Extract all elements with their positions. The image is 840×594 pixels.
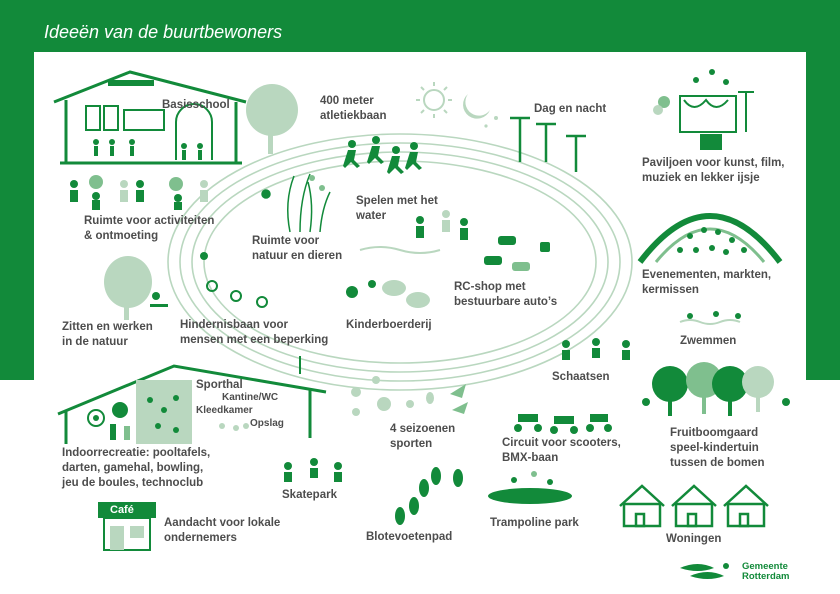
label-circuit-line2: BMX-baan: [502, 452, 559, 464]
label-fruit-line2: speel-kindertuin: [670, 442, 759, 454]
sports-hall-people: [147, 395, 179, 433]
school-building: [53, 70, 247, 165]
label-kinderboerderij: Kinderboerderij: [346, 319, 432, 331]
label-dag-nacht: Dag en nacht: [534, 103, 607, 115]
label-ruimte-activiteiten-line1: Ruimte voor activiteiten: [84, 215, 215, 227]
fruit-orchard: [642, 362, 790, 416]
label-zitten-line2: in de natuur: [62, 336, 128, 348]
label-rcshop-line1: RC-shop met: [454, 281, 526, 293]
label-water-line2: water: [356, 210, 387, 222]
tree-sitting: [104, 256, 168, 320]
label-sporthal: Sporthal: [196, 379, 243, 391]
label-indoor-line3: jeu de boules, technoclub: [62, 477, 204, 489]
sports-hall-building: [57, 356, 327, 444]
logo-line1: Gemeente: [742, 561, 788, 572]
season-icons: [351, 376, 468, 416]
label-kleedkamer: Kleedkamer: [196, 405, 253, 416]
label-rcshop-line2: bestuurbare auto’s: [454, 296, 558, 308]
runners: [343, 136, 422, 174]
label-cafe: Café: [110, 504, 134, 516]
label-indoor-line1: Indoorrecreatie: pooltafels,: [62, 447, 211, 459]
indoor-games-icons: [87, 402, 130, 440]
ice-skaters: [562, 338, 630, 360]
skaters: [284, 458, 342, 482]
gemeente-rotterdam-logo-mark: [680, 563, 729, 579]
label-ondernemers-line2: ondernemers: [164, 532, 237, 544]
label-indoor-line2: darten, gamehal, bowling,: [62, 462, 204, 474]
label-basisschool: Basisschool: [162, 99, 230, 111]
footprints: [395, 467, 463, 525]
label-natuur-line1: Ruimte voor: [252, 235, 320, 247]
label-circuit-line1: Circuit voor scooters,: [502, 437, 621, 449]
wheelchair-users: [200, 252, 268, 308]
jeu-de-boules-people: [219, 423, 249, 431]
music-notes-icon: [693, 69, 729, 85]
label-natuur-line2: natuur en dieren: [252, 250, 343, 262]
tree-school: [246, 84, 298, 154]
gemeente-rotterdam-logo: Gemeente Rotterdam: [742, 562, 790, 582]
pavilion-building: [653, 91, 754, 150]
label-atletiek-line1: 400 meter: [320, 95, 374, 107]
label-opslag: Opslag: [250, 418, 284, 429]
street-lamps: [510, 116, 586, 172]
label-atletiek-line2: atletiekbaan: [320, 110, 387, 122]
label-blotevoetenpad: Blotevoetenpad: [366, 531, 453, 543]
label-hindernis-line2: mensen met een beperking: [180, 334, 329, 346]
scooters: [514, 414, 612, 434]
houses: [619, 484, 769, 528]
nature-plants: [261, 173, 331, 233]
label-hindernis-line1: Hindernisbaan voor: [180, 319, 288, 331]
label-evenementen-line1: Evenementen, markten,: [642, 269, 772, 281]
athletics-track: [167, 133, 633, 391]
sun-icon: [416, 82, 452, 118]
poster-title: Ideeën van de buurtbewoners: [44, 22, 283, 42]
moon-icon: [463, 94, 498, 128]
logo-line2: Rotterdam: [742, 571, 790, 582]
label-paviljoen-line2: muziek en lekker ijsje: [642, 172, 760, 184]
label-zwemmen: Zwemmen: [680, 335, 737, 347]
cafe-building: [98, 502, 156, 551]
label-woningen: Woningen: [666, 533, 722, 545]
water-play: [359, 210, 468, 254]
label-water-line1: Spelen met het: [356, 195, 438, 207]
label-fruit-line1: Fruitboomgaard: [670, 427, 759, 439]
label-trampoline: Trampoline park: [490, 517, 579, 529]
events-tent: [637, 213, 783, 264]
label-ondernemers-line1: Aandacht voor lokale: [164, 517, 281, 529]
label-zitten-line1: Zitten en werken: [62, 321, 153, 333]
label-kantine: Kantine/WC: [222, 392, 279, 403]
label-seizoenen-line1: 4 seizoenen: [390, 423, 456, 435]
school-children: [93, 139, 203, 160]
label-paviljoen-line1: Paviljoen voor kunst, film,: [642, 157, 785, 169]
activity-people: [70, 175, 208, 210]
label-schaatsen: Schaatsen: [552, 371, 610, 383]
label-evenementen-line2: kermissen: [642, 284, 699, 296]
label-skatepark: Skatepark: [282, 489, 337, 501]
swimmers: [679, 311, 741, 325]
trampoline: [488, 471, 572, 504]
farm-animals: [346, 280, 430, 308]
map-card: [34, 52, 806, 582]
label-ruimte-activiteiten-line2: & ontmoeting: [84, 230, 159, 242]
label-seizoenen-line2: sporten: [390, 438, 433, 450]
label-fruit-line3: tussen de bomen: [670, 457, 765, 469]
rc-cars: [484, 236, 550, 271]
